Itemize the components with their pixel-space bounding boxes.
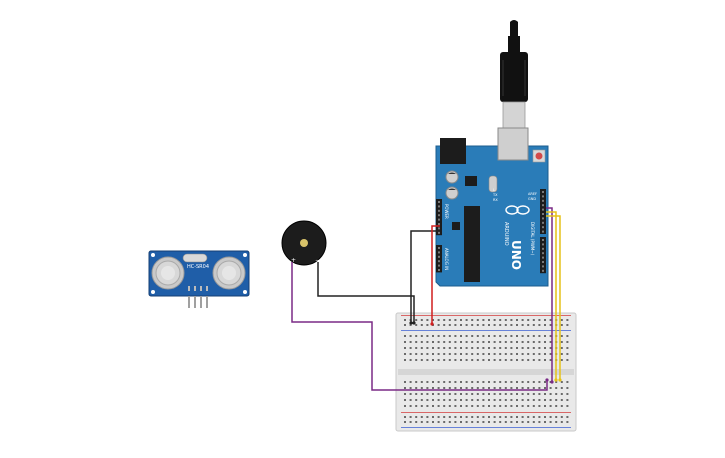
wire-arduino-5v[interactable] <box>431 225 440 324</box>
wire-arduino-gnd[interactable] <box>410 230 440 323</box>
buzzer-positive-label: + <box>291 257 296 264</box>
reset-button-icon[interactable] <box>535 152 543 160</box>
power-pins-label: POWER <box>444 204 449 219</box>
l-led-label: L <box>493 188 495 192</box>
gnd-label: GND <box>528 197 536 201</box>
tx-label: TX <box>492 193 498 197</box>
sensor-pins[interactable] <box>188 286 208 308</box>
arduino-logo <box>505 205 530 215</box>
usb-cable <box>500 20 528 133</box>
power-jack-icon <box>440 138 466 164</box>
wire-digital-yellow-a[interactable] <box>546 211 557 380</box>
ultrasonic-sensor[interactable]: HC-SR04 <box>148 250 250 308</box>
breadboard-holes[interactable] <box>404 319 569 423</box>
wire-digital-yellow-b[interactable] <box>546 215 561 380</box>
usb-plug-icon <box>500 52 528 102</box>
buzzer-negative-label: − <box>315 257 320 264</box>
power-analog-header[interactable] <box>436 199 442 273</box>
aref-label: AREF <box>528 192 537 196</box>
digital-pins-label: DIGITAL (PWM~) <box>530 222 535 256</box>
wire-buzzer-gnd[interactable] <box>317 262 415 323</box>
wires[interactable] <box>291 207 562 391</box>
arduino-model-text: UNO <box>509 240 523 270</box>
sensor-model-label: HC-SR04 <box>187 264 209 270</box>
piezo-buzzer[interactable]: + − <box>281 220 327 266</box>
sensor-transducer-right <box>212 256 246 290</box>
breadboard[interactable] <box>395 312 577 432</box>
digital-header[interactable] <box>540 189 546 274</box>
analog-pins-label: ANALOG IN <box>444 248 449 270</box>
wire-digital-purple[interactable] <box>546 207 553 382</box>
arduino-brand-text: ARDUINO <box>503 222 509 246</box>
chip-icon <box>464 206 480 282</box>
rx-label: RX <box>493 198 498 202</box>
sensor-transducer-left <box>151 256 185 290</box>
wire-buzzer-signal[interactable] <box>291 262 548 391</box>
arduino-uno[interactable]: ARDUINO UNO DIGITAL (PWM~) ANALOG IN POW… <box>435 20 549 287</box>
